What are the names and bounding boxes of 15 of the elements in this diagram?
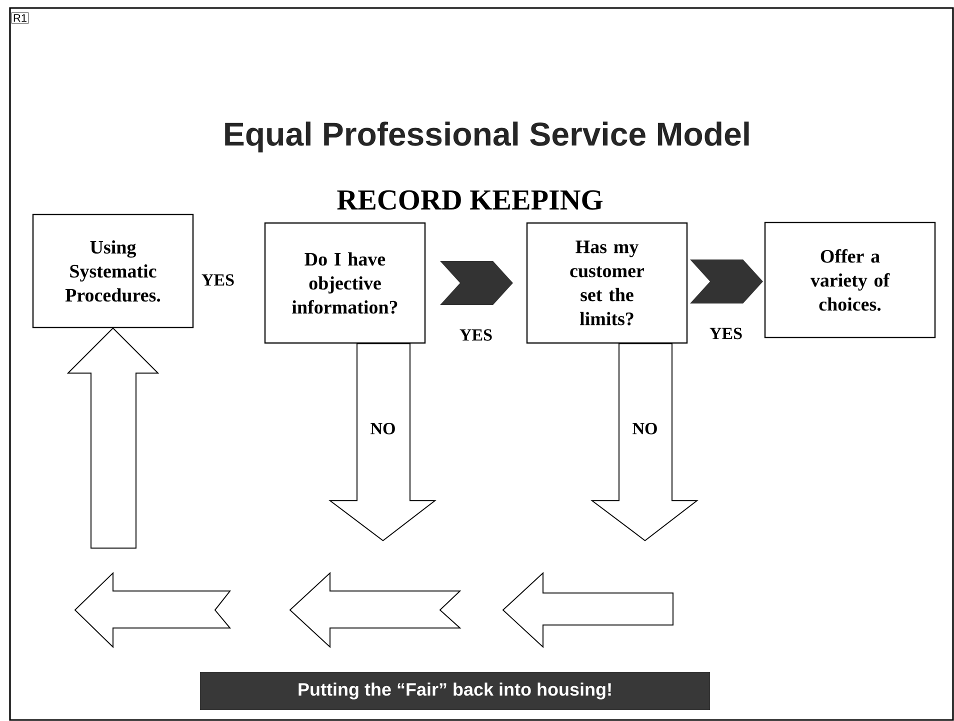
block-arrow [328,343,436,542]
banner: Putting the “Fair” back into housing! [200,672,710,710]
chevron-arrow [690,260,763,304]
process-box: Do I have objective information? [264,222,426,344]
process-box: Using Systematic Procedures. [32,214,194,328]
process-box: Offer a variety of choices. [764,222,936,338]
process-box: Has my customer set the limits? [526,222,688,344]
edge-label: YES [708,326,744,340]
title: Equal Professional Service Model [225,122,749,152]
edge-label: YES [458,328,494,342]
block-arrow [590,343,698,542]
subtitle: RECORD KEEPING [337,190,603,210]
label-tag: R1 [11,12,29,24]
text-label: YES [202,274,234,286]
chevron-arrow [440,261,513,305]
